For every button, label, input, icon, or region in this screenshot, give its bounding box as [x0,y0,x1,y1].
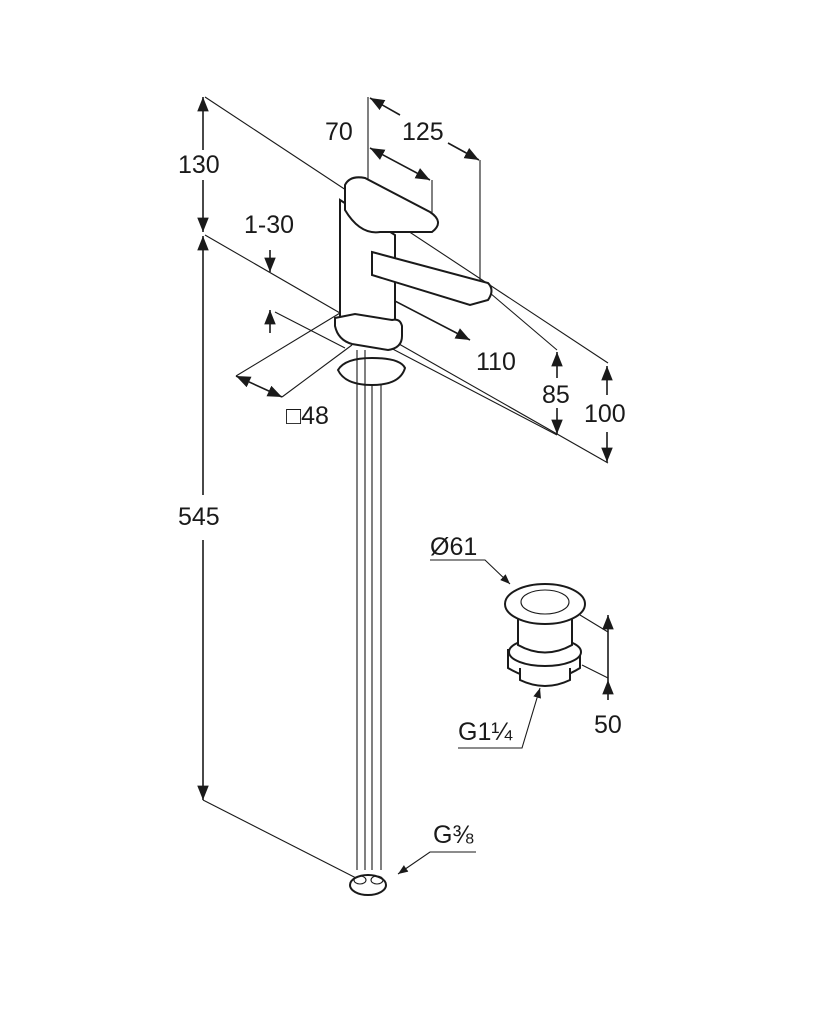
height-dimensions [551,352,613,462]
hose-thread-leader [397,851,476,875]
drain-dimensions [430,559,614,749]
dim-50: 50 [594,711,622,739]
mounting-nut [336,356,407,387]
hose-thread-label: G⅜ [433,821,473,849]
dim-125: 125 [402,118,444,146]
dimension-labels: 130 70 125 1-30 110 85 100 □48 545 Ø61 5… [178,118,626,849]
drain-thread-label: G1¼ [458,718,513,746]
dim-square-48: □48 [286,402,329,430]
dim-70: 70 [325,118,353,146]
supply-hoses [349,350,387,896]
lever-handle [344,176,439,234]
dim-diameter-61: Ø61 [430,533,477,561]
dim-110: 110 [476,348,516,376]
spout [371,250,493,307]
base-square-dimension [235,312,353,398]
dim-130: 130 [178,151,220,179]
dim-100: 100 [584,400,626,428]
deck-thickness-dimension [264,250,346,349]
dim-1-30: 1-30 [244,211,294,239]
dim-85: 85 [542,381,570,409]
faucet-body [334,176,493,387]
dim-545: 545 [178,503,220,531]
drain-valve [504,583,586,687]
